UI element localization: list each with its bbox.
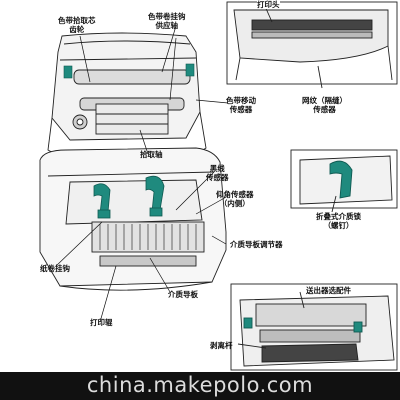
label-media-guide-adjuster: 介质导板调节器 [230, 240, 283, 249]
inset-fanfold [290, 149, 398, 213]
label-black-mark-sensor: 黑线 传感器 [206, 164, 229, 182]
label-media-guide: 介质导板 [168, 290, 198, 299]
leader-lines [55, 25, 229, 323]
label-upper-sensor: 仰角传感器 （内侧） [216, 190, 254, 208]
ribbon-clip-right [185, 63, 195, 77]
ribbon-clip-left [63, 65, 73, 79]
inset-dispenser [230, 283, 398, 371]
label-peel-bar: 剥离杆 [210, 341, 233, 350]
watermark-text: china.makepolo.com [86, 373, 314, 397]
watermark-bar: china.makepolo.com [0, 372, 400, 400]
label-ribbon-takeup-gear: 色带拾取芯 齿轮 [58, 16, 96, 34]
label-takeup-spindle: 拾取轴 [140, 150, 163, 159]
label-web-sensor: 网纹（隔缝） 传感器 [302, 96, 347, 114]
media-holder-left [93, 183, 111, 219]
label-fanfold-guide: 折叠式介质锁 （螺钉） [316, 212, 361, 230]
label-printhead: 打印头 [257, 0, 280, 9]
label-platen-roller: 打印辊 [90, 318, 113, 327]
label-roll-hanger: 纸卷挂钩 [40, 264, 70, 273]
media-holder-right [145, 175, 165, 217]
label-ribbon-motion-sensor: 色带移动 传感器 [226, 96, 256, 114]
printer-main [39, 32, 227, 291]
label-dispenser-option: 送出器选配件 [306, 286, 351, 295]
inset-printhead [226, 1, 398, 89]
label-ribbon-supply-hook: 色带卷挂钩 供应轴 [148, 12, 186, 30]
